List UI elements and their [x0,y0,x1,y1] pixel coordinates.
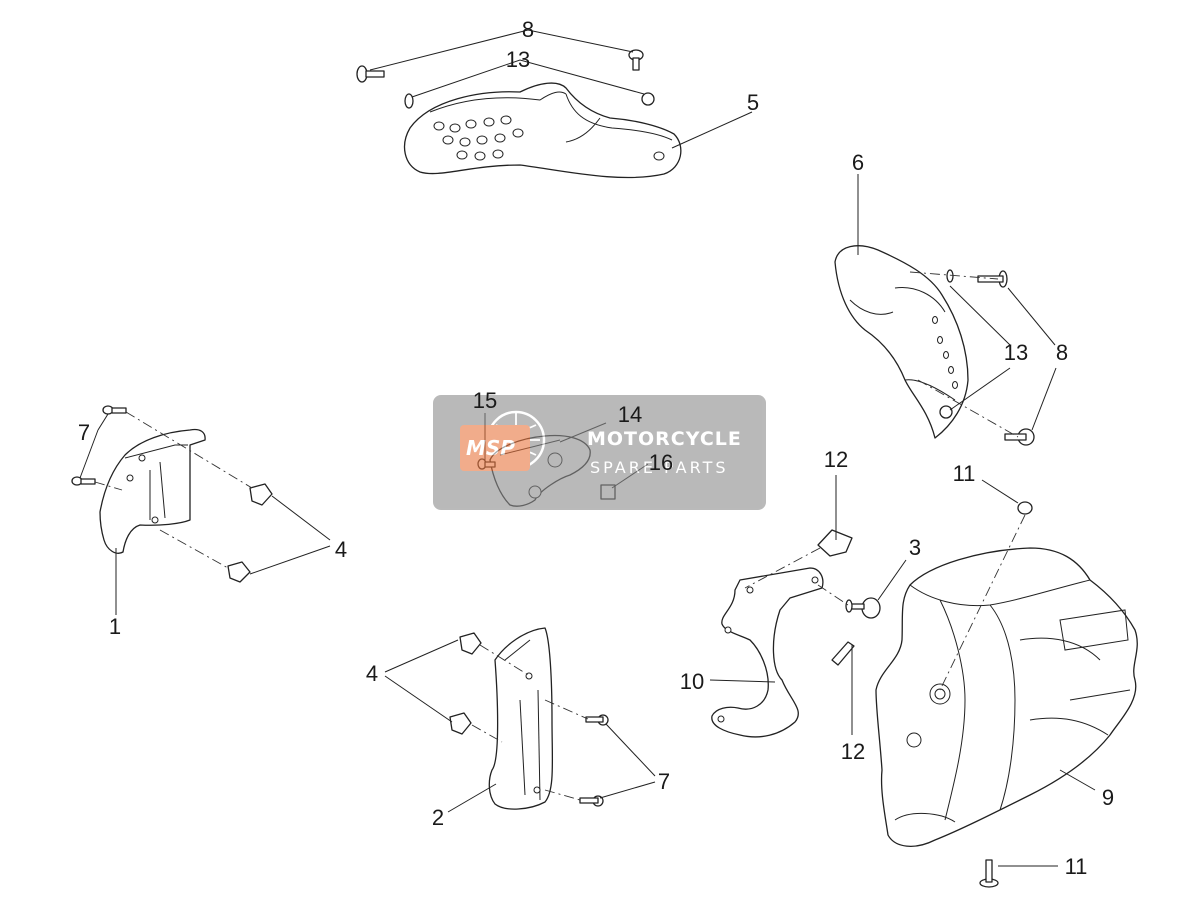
callout-10: 10 [680,669,704,694]
watermark-line2: SPARE PARTS [590,458,729,477]
clip-nut-4-upper [459,632,482,655]
clip-12-upper [817,529,853,557]
screw-7-right-lower [579,795,604,807]
screw-7-right-upper [585,714,609,726]
callout-1: 1 [109,614,121,639]
callout-16: 16 [649,450,673,475]
screw-8-right [628,49,644,71]
callout-4-left: 4 [335,537,347,562]
screw-8-lower [1004,428,1035,446]
callout-11-upper: 11 [953,461,976,486]
callout-labels: 8 13 5 6 13 8 7 4 1 15 14 16 12 11 3 4 1… [78,17,1114,879]
bracket-cover-left [99,428,206,554]
heat-shield-upper [403,82,682,179]
clip-nut-4-upper-left [249,483,273,506]
washer-13-left [404,93,414,109]
callout-8-right: 8 [1056,340,1068,365]
washer-13-upper [946,269,954,283]
washer-13-right [641,92,655,106]
screw-8-upper [977,270,1008,288]
washer-11-upper [1017,501,1033,515]
callout-7-left: 7 [78,420,90,445]
callout-13-top: 13 [506,47,530,72]
callout-9: 9 [1102,785,1114,810]
support-bracket-10 [711,567,824,738]
screw-12-lower [831,641,855,666]
clip-nut-4-lower [449,712,472,735]
watermark: MSP MOTORCYCLE SPARE PARTS [433,395,766,510]
callout-6: 6 [852,150,864,175]
callout-7-lower: 7 [658,769,670,794]
shield-vent-holes [433,115,665,161]
screw-7-upper-left [102,405,127,415]
bracket-cover-lower [488,627,554,810]
plug-3 [845,597,881,619]
shield-vent-holes-right [932,316,958,389]
callout-12-upper: 12 [824,447,848,472]
heat-shield-right [834,245,969,439]
screw-8-left [356,65,385,83]
screw-11-lower [979,859,999,888]
callout-8-top: 8 [522,17,534,42]
callout-15: 15 [473,388,497,413]
washer-13-lower [939,405,953,419]
callout-3: 3 [909,535,921,560]
callout-4-lower: 4 [366,661,378,686]
screw-7-lower-left [71,476,96,486]
callout-13-right: 13 [1004,340,1028,365]
callout-11-lower: 11 [1065,854,1088,879]
callout-2: 2 [432,805,444,830]
watermark-logo: MSP [466,436,515,460]
callout-5: 5 [747,90,759,115]
callout-14: 14 [618,402,642,427]
clip-nut-4-lower-left [227,561,251,583]
watermark-line1: MOTORCYCLE [587,428,742,450]
heat-shield-main [875,547,1138,847]
callout-12-lower: 12 [841,739,865,764]
